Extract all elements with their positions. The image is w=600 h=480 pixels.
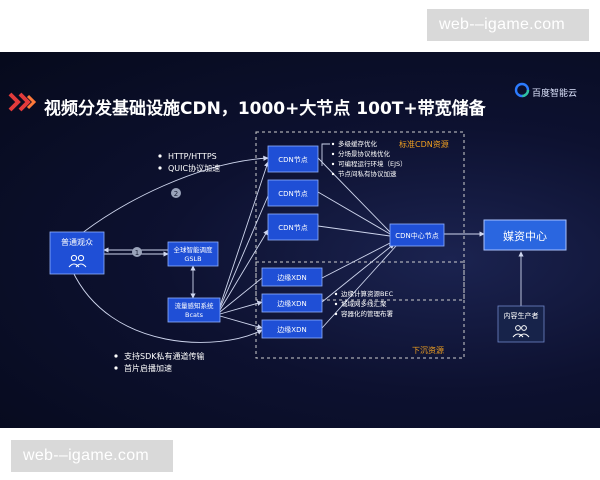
bcats-label-2: Bcats — [185, 311, 204, 319]
svg-text:多级缓存优化: 多级缓存优化 — [338, 139, 378, 148]
cdn-to-center-1 — [317, 157, 391, 233]
watermark-top: web-–igame.com — [427, 9, 589, 41]
edge-xdn-node-2: 边缘XDN — [261, 293, 323, 313]
brand-logo-icon — [514, 82, 530, 98]
svg-text:边缘计算资源BEC: 边缘计算资源BEC — [341, 289, 394, 298]
gslb-label-1: 全球智能调度 — [174, 245, 214, 254]
bcats-to-edge-2 — [219, 300, 263, 315]
bottom-notes: 支持SDK私有通道传输 首片启播加速 — [114, 351, 204, 373]
bcats-to-edge-3 — [219, 315, 263, 330]
cdn-architecture-diagram: 标准CDN资源 下沉资源 HTT — [8, 82, 567, 373]
top-note-1: HTTP/HTTPS — [168, 152, 217, 161]
svg-text:边缘XDN: 边缘XDN — [277, 273, 306, 282]
logo-chevron-icon — [8, 92, 37, 112]
standard-cdn-region-label: 标准CDN资源 — [399, 139, 449, 149]
svg-text:1: 1 — [135, 249, 139, 257]
svg-text:容器化的管理布署: 容器化的管理布署 — [341, 309, 394, 318]
producer-node: 内容生产者 — [497, 305, 545, 343]
marker-one: 1 — [132, 247, 142, 257]
bcats-to-edge-1 — [219, 277, 263, 313]
viewer-bottom-curve — [71, 269, 263, 343]
slide-title: 视频分发基础设施CDN，1000+大节点 100T+带宽储备 — [44, 99, 486, 119]
bcats-to-cdn-mid — [219, 195, 269, 309]
feature-pointer — [321, 143, 330, 166]
edge-resource-region — [255, 261, 465, 359]
svg-text:分场景协议栈优化: 分场景协议栈优化 — [338, 149, 391, 158]
cdn-to-center-2 — [317, 191, 391, 235]
svg-text:内容生产者: 内容生产者 — [504, 311, 539, 320]
standard-features: 多级缓存优化 分场景协议栈优化 可编程运行环境（EJS） 节点间私有协议加速 — [331, 139, 407, 178]
cdn-center-node: CDN中心节点 — [389, 223, 445, 247]
edge-xdn-node-1: 边缘XDN — [261, 267, 323, 287]
svg-text:城域网多线汇聚: 城域网多线汇聚 — [341, 299, 387, 308]
svg-text:2: 2 — [174, 190, 178, 198]
bcats-node: 流量感知系统 Bcats — [167, 297, 221, 323]
bottom-note-2: 首片启播加速 — [124, 363, 172, 373]
top-notes: HTTP/HTTPS QUIC协议加速 — [158, 152, 220, 173]
marker-two: 2 — [171, 188, 181, 198]
svg-text:CDN中心节点: CDN中心节点 — [395, 231, 439, 240]
gslb-node: 全球智能调度 GSLB — [167, 241, 219, 267]
bcats-label-1: 流量感知系统 — [175, 301, 215, 310]
svg-text:节点间私有协议加速: 节点间私有协议加速 — [338, 169, 397, 178]
cdn-node-1: CDN节点 — [267, 145, 319, 173]
svg-text:可编程运行环境（EJS）: 可编程运行环境（EJS） — [338, 159, 407, 168]
users-icon — [68, 254, 87, 268]
connectors — [71, 143, 524, 343]
svg-text:CDN节点: CDN节点 — [278, 224, 308, 232]
svg-text:边缘XDN: 边缘XDN — [277, 325, 306, 334]
edge-to-center-1 — [321, 241, 393, 279]
gslb-label-2: GSLB — [184, 255, 201, 263]
edge-xdn-node-3: 边缘XDN — [261, 319, 323, 339]
svg-text:CDN节点: CDN节点 — [278, 156, 308, 164]
cdn-to-center-3 — [317, 225, 391, 237]
svg-text:媒资中心: 媒资中心 — [503, 230, 547, 243]
svg-text:CDN节点: CDN节点 — [278, 190, 308, 198]
edge-resource-region-label: 下沉资源 — [412, 345, 444, 355]
top-note-2: QUIC协议加速 — [168, 163, 220, 173]
edge-to-center-3 — [321, 245, 397, 329]
watermark-bottom: web-–igame.com — [11, 440, 173, 472]
brand-name: 百度智能云 — [532, 89, 578, 99]
bcats-to-cdn-top — [219, 161, 270, 307]
viewer-node: 普通观众 — [49, 231, 105, 275]
cdn-node-3: CDN节点 — [267, 213, 319, 241]
standard-cdn-region — [255, 131, 465, 301]
slide: 标准CDN资源 下沉资源 HTT — [0, 52, 600, 428]
viewer-to-cdn-curve — [75, 155, 269, 239]
edge-features: 边缘计算资源BEC 城域网多线汇聚 容器化的管理布署 — [334, 289, 394, 318]
users-icon — [512, 325, 530, 338]
bottom-note-1: 支持SDK私有通道传输 — [124, 351, 204, 361]
bcats-to-cdn-bottom — [219, 229, 269, 311]
cdn-node-2: CDN节点 — [267, 179, 319, 207]
media-center-node: 媒资中心 — [483, 219, 567, 251]
viewer-node-label: 普通观众 — [61, 237, 93, 247]
edge-to-center-2 — [321, 243, 395, 303]
svg-text:边缘XDN: 边缘XDN — [277, 299, 306, 308]
